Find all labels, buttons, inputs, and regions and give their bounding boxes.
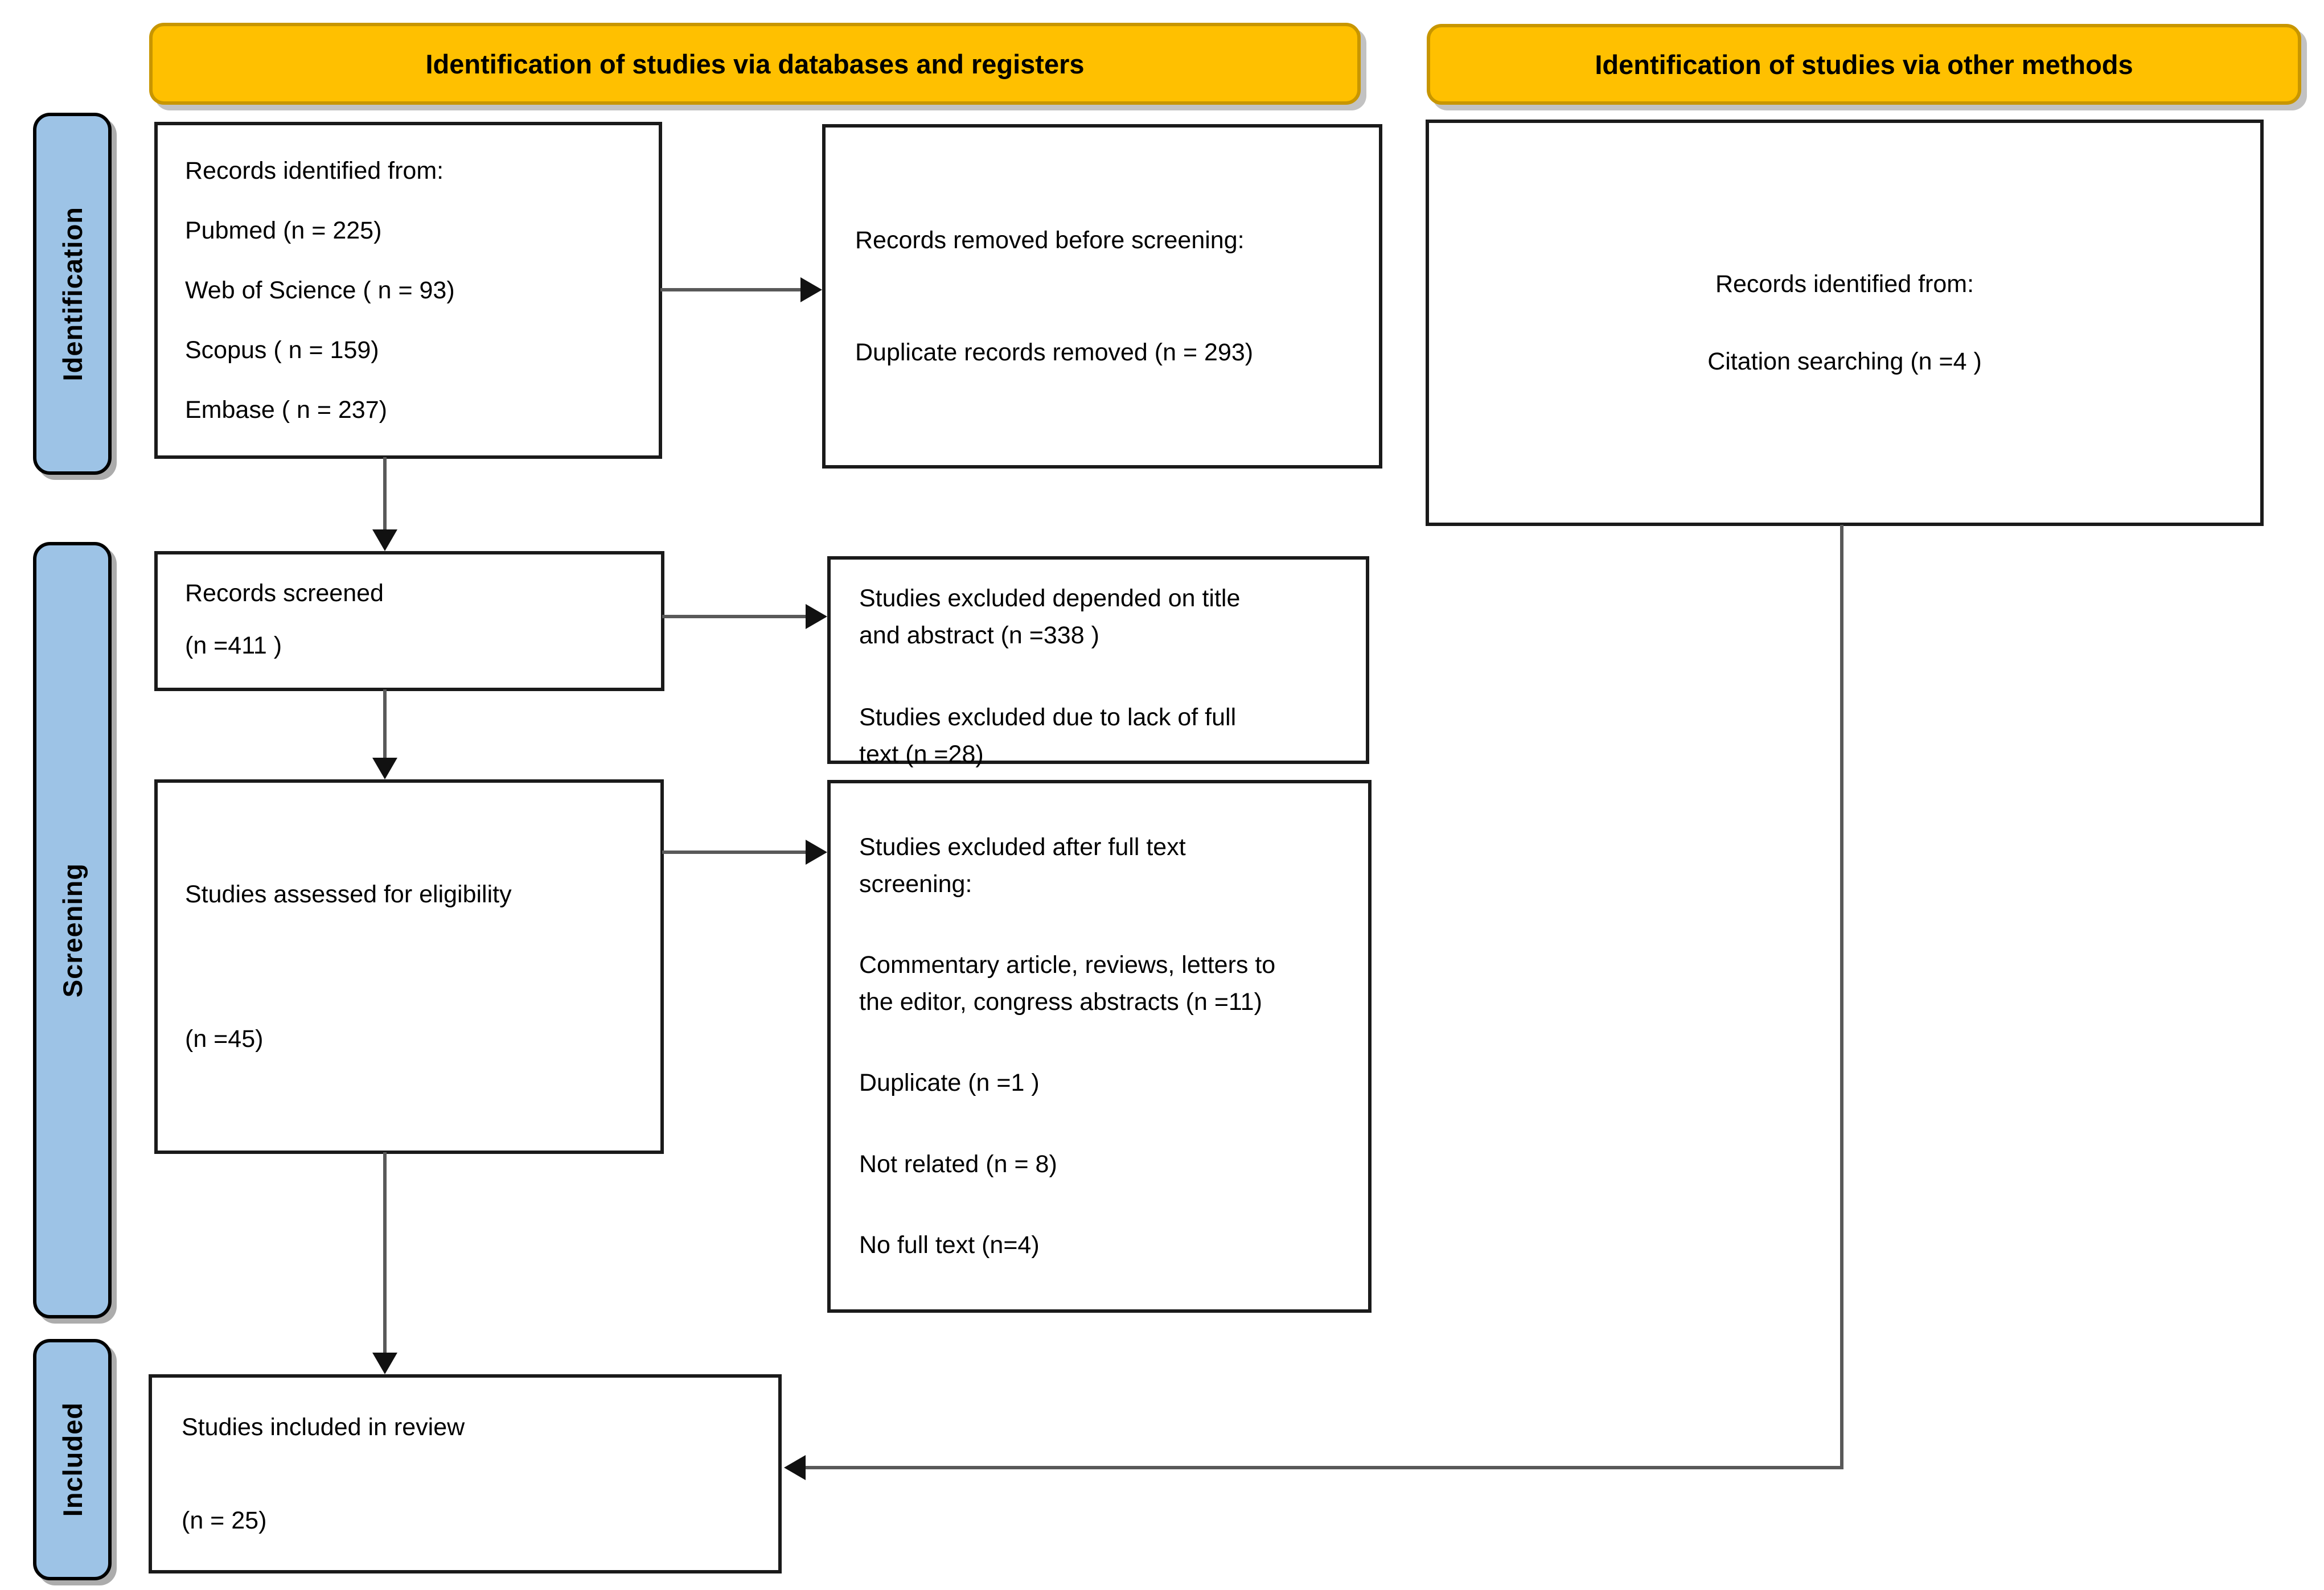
connector-citation-down xyxy=(1840,525,1843,1469)
arrowhead-down-icon xyxy=(372,758,397,779)
box-included-review: Studies included in review (n = 25) xyxy=(149,1374,782,1573)
box-records-identified: Records identified from: Pubmed (n = 225… xyxy=(154,122,662,459)
box-line: Citation searching (n =4 ) xyxy=(1707,348,1982,375)
connector-screened-to-assessed xyxy=(383,689,387,761)
stage-label-identification: Identification xyxy=(33,113,112,475)
box-line: Studies excluded due to lack of full tex… xyxy=(859,704,1237,768)
header-databases-registers: Identification of studies via databases … xyxy=(149,23,1361,105)
header-other-methods: Identification of studies via other meth… xyxy=(1427,24,2301,105)
stage-label-identification-text: Identification xyxy=(57,206,88,381)
arrowhead-right-icon xyxy=(800,277,822,302)
box-line: Web of Science ( n = 93) xyxy=(185,276,455,304)
box-line: Studies assessed for eligibility xyxy=(185,880,512,908)
connector-identified-to-removed xyxy=(660,288,804,291)
arrowhead-down-icon xyxy=(372,529,397,551)
box-line: Studies excluded depended on title and a… xyxy=(859,585,1241,649)
box-line: Records screened xyxy=(185,580,384,607)
arrowhead-down-icon xyxy=(372,1353,397,1374)
stage-label-included: Included xyxy=(33,1339,112,1580)
box-line: Records removed before screening: xyxy=(855,227,1245,254)
connector-identified-to-screened xyxy=(383,457,387,534)
connector-citation-to-included xyxy=(802,1466,1842,1469)
box-records-removed: Records removed before screening: Duplic… xyxy=(822,124,1382,469)
box-line: Embase ( n = 237) xyxy=(185,396,387,424)
box-excluded-full-text: Studies excluded after full text screeni… xyxy=(827,780,1372,1313)
stage-label-screening-text: Screening xyxy=(57,862,88,998)
box-excluded-title-abstract: Studies excluded depended on title and a… xyxy=(827,556,1369,768)
header-databases-label: Identification of studies via databases … xyxy=(425,48,1085,79)
arrowhead-right-icon xyxy=(806,604,827,629)
connector-assessed-to-excluded-fulltext xyxy=(662,851,809,854)
connector-screened-to-excluded xyxy=(662,615,809,618)
box-line: Studies included in review xyxy=(182,1413,465,1441)
header-other-methods-label: Identification of studies via other meth… xyxy=(1595,49,2133,80)
box-line: Records identified from: xyxy=(1715,270,1974,298)
box-line: Scopus ( n = 159) xyxy=(185,336,379,364)
box-other-methods-records: Records identified from: Citation search… xyxy=(1426,120,2264,526)
stage-label-included-text: Included xyxy=(57,1402,88,1517)
connector-assessed-to-included xyxy=(383,1152,387,1356)
box-line: Records identified from: xyxy=(185,157,444,184)
box-line: Duplicate (n =1 ) xyxy=(859,1069,1040,1096)
arrowhead-left-icon xyxy=(784,1455,806,1480)
box-records-screened: Records screened (n =411 ) xyxy=(154,551,664,691)
box-line: No full text (n=4) xyxy=(859,1231,1040,1259)
box-line: (n =45) xyxy=(185,1025,264,1053)
box-line: Duplicate records removed (n = 293) xyxy=(855,338,1254,366)
box-line: Not related (n = 8) xyxy=(859,1150,1057,1178)
box-line: Studies excluded after full text screeni… xyxy=(859,833,1186,898)
stage-label-screening: Screening xyxy=(33,542,112,1318)
box-line: (n = 25) xyxy=(182,1507,267,1534)
box-assessed-eligibility: Studies assessed for eligibility (n =45) xyxy=(154,779,664,1154)
arrowhead-right-icon xyxy=(806,840,827,865)
box-line: (n =411 ) xyxy=(185,631,282,659)
box-line: Commentary article, reviews, letters to … xyxy=(859,951,1276,1016)
box-line: Pubmed (n = 225) xyxy=(185,216,382,244)
